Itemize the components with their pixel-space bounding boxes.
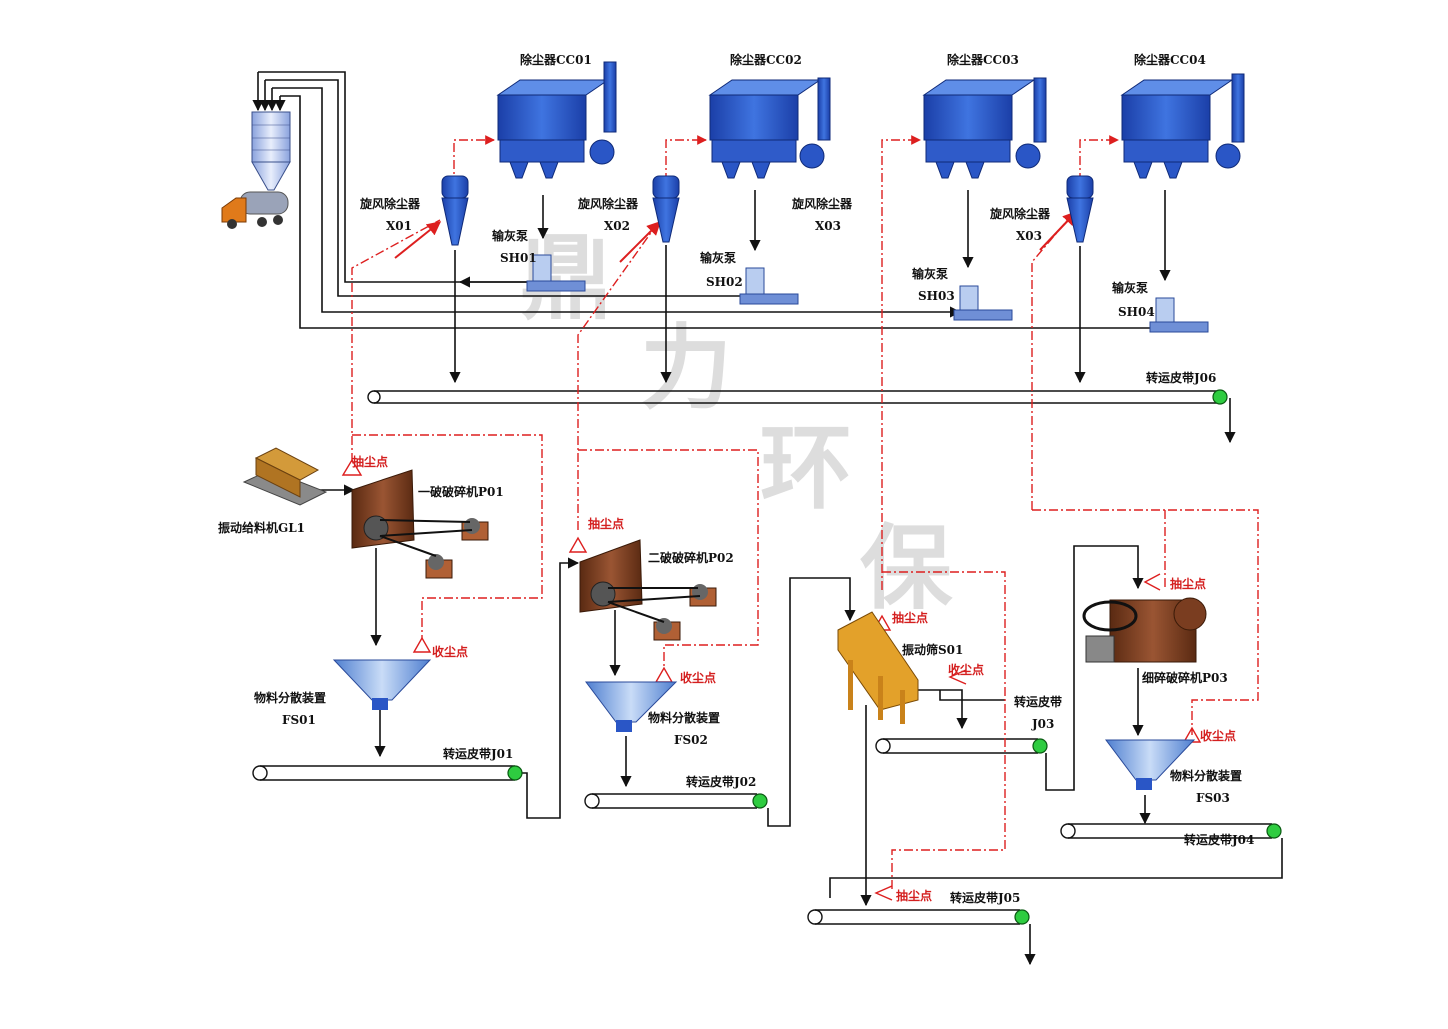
label-distributor-1: 物料分散装置 bbox=[254, 690, 326, 705]
distributor-fs03 bbox=[1105, 739, 1196, 790]
hood-icon bbox=[568, 536, 588, 553]
watermark-char-4: 保 bbox=[860, 515, 953, 622]
label-collect-3: 收尘点 bbox=[948, 662, 984, 677]
pump-sh04 bbox=[1149, 297, 1209, 333]
hood-icon bbox=[341, 458, 363, 476]
label-cyclone-1: 旋风除尘器 bbox=[359, 196, 421, 211]
hood-icon bbox=[1143, 573, 1161, 591]
cyclone-x03 bbox=[1066, 175, 1094, 243]
watermark-char-3: 环 bbox=[760, 415, 852, 522]
baghouse-cc04 bbox=[1120, 73, 1245, 179]
label-cc02: 除尘器CC02 bbox=[730, 52, 802, 67]
label-p02: 二破破碎机P02 bbox=[648, 550, 734, 565]
roller-icon bbox=[752, 793, 768, 809]
label-suction-3: 抽尘点 bbox=[892, 610, 928, 625]
label-sh03: SH03 bbox=[918, 289, 955, 303]
label-fs02: FS02 bbox=[674, 733, 708, 747]
baghouse-cc02 bbox=[708, 77, 831, 179]
hood-icon bbox=[412, 636, 432, 653]
hood-icon bbox=[948, 669, 967, 685]
baghouse-cc01 bbox=[496, 61, 617, 179]
label-p01: 一破破碎机P01 bbox=[418, 484, 504, 499]
roller-icon bbox=[1032, 738, 1048, 754]
pump-sh03 bbox=[953, 285, 1013, 321]
roller-icon bbox=[1212, 389, 1228, 405]
tanker-truck bbox=[221, 191, 289, 229]
label-feeder: 振动给料机GL1 bbox=[218, 520, 305, 535]
label-suction-5: 抽尘点 bbox=[896, 888, 932, 903]
material-flow-lines bbox=[252, 71, 1283, 966]
label-j02: 转运皮带J02 bbox=[686, 774, 756, 789]
silo bbox=[251, 111, 291, 191]
label-pump-4: 输灰泵 bbox=[1112, 280, 1148, 295]
label-j06: 转运皮带J06 bbox=[1146, 370, 1216, 385]
label-s01: 振动筛S01 bbox=[902, 642, 963, 657]
vibrating-screen-s01 bbox=[837, 611, 919, 724]
label-x03-a: X03 bbox=[815, 219, 841, 233]
cyclone-x01 bbox=[441, 175, 469, 246]
watermark-char-2: 力 bbox=[640, 315, 732, 422]
watermark: 鼎 力 环 保 bbox=[520, 225, 953, 622]
label-x01: X01 bbox=[386, 219, 412, 233]
label-cc04: 除尘器CC04 bbox=[1134, 52, 1206, 67]
label-j04: 转运皮带J04 bbox=[1184, 832, 1254, 847]
label-pump-3: 输灰泵 bbox=[912, 266, 948, 281]
cyclone-x02 bbox=[652, 175, 680, 243]
label-cyclone-2: 旋风除尘器 bbox=[577, 196, 639, 211]
hood-icon bbox=[874, 885, 893, 901]
dust-duct-lines bbox=[351, 135, 1259, 890]
label-suction-2: 抽尘点 bbox=[588, 516, 624, 531]
labels: 除尘器CC01 除尘器CC02 除尘器CC03 除尘器CC04 旋风除尘器 X0… bbox=[218, 52, 1254, 905]
vibrating-feeder bbox=[242, 447, 328, 506]
belt-drive-rollers bbox=[507, 389, 1282, 925]
pump-sh01 bbox=[526, 254, 586, 292]
crusher-p03 bbox=[1082, 597, 1207, 663]
label-suction-1: 抽尘点 bbox=[352, 454, 388, 469]
label-suction-4: 抽尘点 bbox=[1170, 576, 1206, 591]
label-cc01: 除尘器CC01 bbox=[520, 52, 592, 67]
label-fs03: FS03 bbox=[1196, 791, 1230, 805]
label-j03: 转运皮带 bbox=[1014, 694, 1062, 709]
label-j03-id: J03 bbox=[1031, 717, 1054, 731]
label-collect-1: 收尘点 bbox=[432, 644, 468, 659]
label-j01: 转运皮带J01 bbox=[443, 746, 513, 761]
label-distributor-2: 物料分散装置 bbox=[648, 710, 720, 725]
label-collect-4: 收尘点 bbox=[1200, 728, 1236, 743]
crusher-p01 bbox=[351, 469, 489, 579]
roller-icon bbox=[1014, 909, 1030, 925]
label-sh04: SH04 bbox=[1118, 305, 1155, 319]
label-cc03: 除尘器CC03 bbox=[947, 52, 1019, 67]
label-distributor-3: 物料分散装置 bbox=[1170, 768, 1242, 783]
baghouse-cc03 bbox=[922, 77, 1047, 179]
label-x03-b: X03 bbox=[1016, 229, 1042, 243]
label-collect-2: 收尘点 bbox=[680, 670, 716, 685]
crusher-p02 bbox=[579, 539, 717, 641]
label-cyclone-3: 旋风除尘器 bbox=[791, 196, 853, 211]
label-j05: 转运皮带J05 bbox=[950, 890, 1020, 905]
label-pump-2: 输灰泵 bbox=[700, 250, 736, 265]
roller-icon bbox=[1266, 823, 1282, 839]
label-pump-1: 输灰泵 bbox=[492, 228, 528, 243]
label-cyclone-4: 旋风除尘器 bbox=[989, 206, 1051, 221]
label-p03: 细碎破碎机P03 bbox=[1142, 670, 1228, 685]
distributor-fs02 bbox=[585, 681, 678, 732]
distributor-fs01 bbox=[332, 659, 432, 710]
label-x02: X02 bbox=[604, 219, 630, 233]
label-fs01: FS01 bbox=[282, 713, 316, 727]
label-sh01: SH01 bbox=[500, 251, 537, 265]
pump-sh02 bbox=[739, 267, 799, 305]
roller-icon bbox=[507, 765, 523, 781]
label-sh02: SH02 bbox=[706, 275, 743, 289]
hood-icon bbox=[654, 666, 674, 683]
